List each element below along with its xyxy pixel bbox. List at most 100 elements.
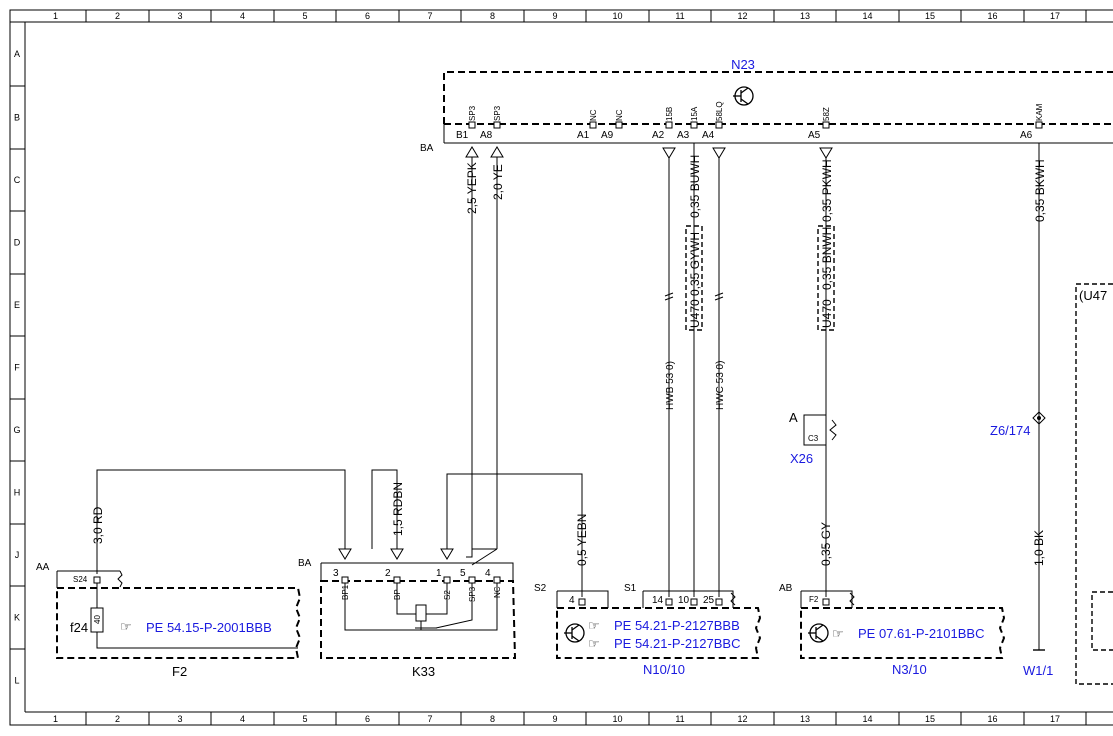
row-dividers bbox=[10, 85, 25, 650]
n23-label: N23 bbox=[731, 57, 755, 72]
sheet-border bbox=[9, 9, 1113, 726]
w1-ground-label: W1/1 bbox=[1023, 663, 1053, 678]
u47-module: (U47 bbox=[1075, 283, 1113, 685]
svg-text:A8: A8 bbox=[480, 130, 493, 141]
wire-label-u470-right: U470 bbox=[820, 299, 834, 328]
column-label: 14 bbox=[862, 714, 872, 724]
row-label: G bbox=[13, 425, 20, 435]
column-label: 2 bbox=[115, 714, 120, 724]
wire-label-bk: 1,0 BK bbox=[1032, 530, 1046, 566]
svg-text:SP3: SP3 bbox=[468, 105, 477, 121]
svg-text:2: 2 bbox=[385, 568, 391, 579]
column-label: 7 bbox=[427, 11, 432, 21]
svg-text:PE 54.21-P-2127BBC: PE 54.21-P-2127BBC bbox=[614, 636, 740, 651]
wire-label-rd: 3,0 RD bbox=[91, 506, 105, 544]
svg-text:A9: A9 bbox=[601, 130, 614, 141]
column-label: 16 bbox=[987, 11, 997, 21]
svg-text:15B: 15B bbox=[665, 107, 674, 121]
hand-pointer-icon: ☞ bbox=[588, 618, 600, 633]
wire-label-bnwh: 0,35 BNWH bbox=[820, 227, 834, 290]
column-label: 8 bbox=[490, 11, 495, 21]
svg-text:15A: 15A bbox=[690, 106, 699, 121]
svg-text:A6: A6 bbox=[1020, 130, 1033, 141]
svg-text:A5: A5 bbox=[808, 130, 821, 141]
svg-text:BA: BA bbox=[298, 558, 312, 569]
svg-text:A1: A1 bbox=[577, 130, 590, 141]
svg-text:5: 5 bbox=[460, 568, 466, 579]
svg-text:F2: F2 bbox=[809, 595, 819, 604]
svg-text:A2: A2 bbox=[652, 130, 665, 141]
column-dividers bbox=[85, 10, 1087, 725]
n3-module: AB F2 ☞ PE 07.61-P-2101BBC N3/10 bbox=[779, 583, 1006, 677]
n23-pin-a1: NC A1 bbox=[577, 109, 598, 141]
svg-text:S1: S1 bbox=[624, 583, 637, 594]
k33-relay: BA 3 2 1 5 4 BP1 BP S2 SP3 NC K33 bbox=[298, 558, 517, 679]
n23-pin-a5: 58Z A5 bbox=[808, 107, 831, 141]
hand-pointer-icon: ☞ bbox=[120, 619, 132, 634]
svg-text:B1: B1 bbox=[456, 130, 469, 141]
svg-text:K33: K33 bbox=[412, 664, 435, 679]
svg-text:AB: AB bbox=[779, 583, 793, 594]
column-label: 5 bbox=[302, 714, 307, 724]
wire-label-hwc: HWC 53 0) bbox=[715, 361, 726, 410]
svg-text:40: 40 bbox=[93, 615, 102, 624]
svg-text:58Z: 58Z bbox=[822, 107, 831, 121]
n23-pin-a4: 58LQ A4 bbox=[702, 101, 724, 141]
x26-connector: A C3 X26 bbox=[789, 410, 837, 466]
hand-pointer-icon: ☞ bbox=[832, 626, 844, 641]
column-label: 6 bbox=[365, 11, 370, 21]
svg-text:S2: S2 bbox=[534, 583, 547, 594]
column-label: 9 bbox=[552, 714, 557, 724]
row-label: A bbox=[14, 49, 20, 59]
column-label: 15 bbox=[925, 714, 935, 724]
n23-pin-b1: SP3 B1 bbox=[456, 105, 477, 141]
z6-splice: Z6/174 bbox=[990, 411, 1046, 438]
row-label: H bbox=[14, 488, 21, 498]
column-label: 3 bbox=[177, 11, 182, 21]
column-label: 9 bbox=[552, 11, 557, 21]
transistor-icon-n10 bbox=[564, 623, 585, 643]
svg-text:N3/10: N3/10 bbox=[892, 662, 927, 677]
column-label: 11 bbox=[675, 11, 684, 21]
column-label: 1 bbox=[53, 11, 58, 21]
svg-text:3: 3 bbox=[333, 568, 339, 579]
wire-label-buwh: 0,35 BUWH bbox=[688, 155, 702, 218]
f2-fuse-box: AA S24 40 f24 ☞ PE 54.15-P-2001BBB F2 bbox=[36, 562, 302, 679]
wire-label-ye: 2,0 YE bbox=[491, 164, 505, 200]
svg-text:Z6/174: Z6/174 bbox=[990, 423, 1030, 438]
twisted-pair-marks bbox=[664, 292, 724, 301]
k33-connector-arrows bbox=[338, 548, 498, 566]
row-label: J bbox=[15, 550, 20, 560]
column-label: 17 bbox=[1050, 714, 1060, 724]
n23-pin-a2: 15B A2 bbox=[652, 107, 674, 141]
column-label: 10 bbox=[612, 714, 622, 724]
svg-text:(U47: (U47 bbox=[1079, 288, 1107, 303]
n10-module: S2 4 S1 14 10 25 ☞ ☞ PE 54.21-P-2127BBB … bbox=[534, 583, 762, 677]
row-label: L bbox=[14, 676, 19, 686]
wire-label-bkwh: 0,35 BKWH bbox=[1033, 159, 1047, 222]
svg-text:C3: C3 bbox=[808, 434, 819, 443]
column-label: 15 bbox=[925, 11, 935, 21]
n23-pin-a6: KAM A6 bbox=[1020, 103, 1044, 141]
svg-text:14: 14 bbox=[652, 595, 664, 606]
wire-label-hwb: HWB 53 0) bbox=[665, 361, 676, 410]
svg-text:F2: F2 bbox=[172, 664, 187, 679]
row-label: F bbox=[14, 363, 20, 373]
wire-label-gywh: 0,35 GYWH bbox=[688, 232, 702, 296]
svg-text:58LQ: 58LQ bbox=[715, 101, 724, 121]
n23-pin-a9: NC A9 bbox=[601, 109, 624, 141]
column-label: 7 bbox=[427, 714, 432, 724]
svg-text:N10/10: N10/10 bbox=[643, 662, 685, 677]
svg-text:f24: f24 bbox=[70, 620, 88, 635]
svg-text:A: A bbox=[789, 410, 798, 425]
svg-text:PE 54.21-P-2127BBB: PE 54.21-P-2127BBB bbox=[614, 618, 740, 633]
svg-text:PE 07.61-P-2101BBC: PE 07.61-P-2101BBC bbox=[858, 626, 984, 641]
svg-text:PE 54.15-P-2001BBB: PE 54.15-P-2001BBB bbox=[146, 620, 272, 635]
column-label: 2 bbox=[115, 11, 120, 21]
column-label: 10 bbox=[612, 11, 622, 21]
column-label: 1 bbox=[53, 714, 58, 724]
n23-connector-arrows bbox=[465, 146, 833, 159]
